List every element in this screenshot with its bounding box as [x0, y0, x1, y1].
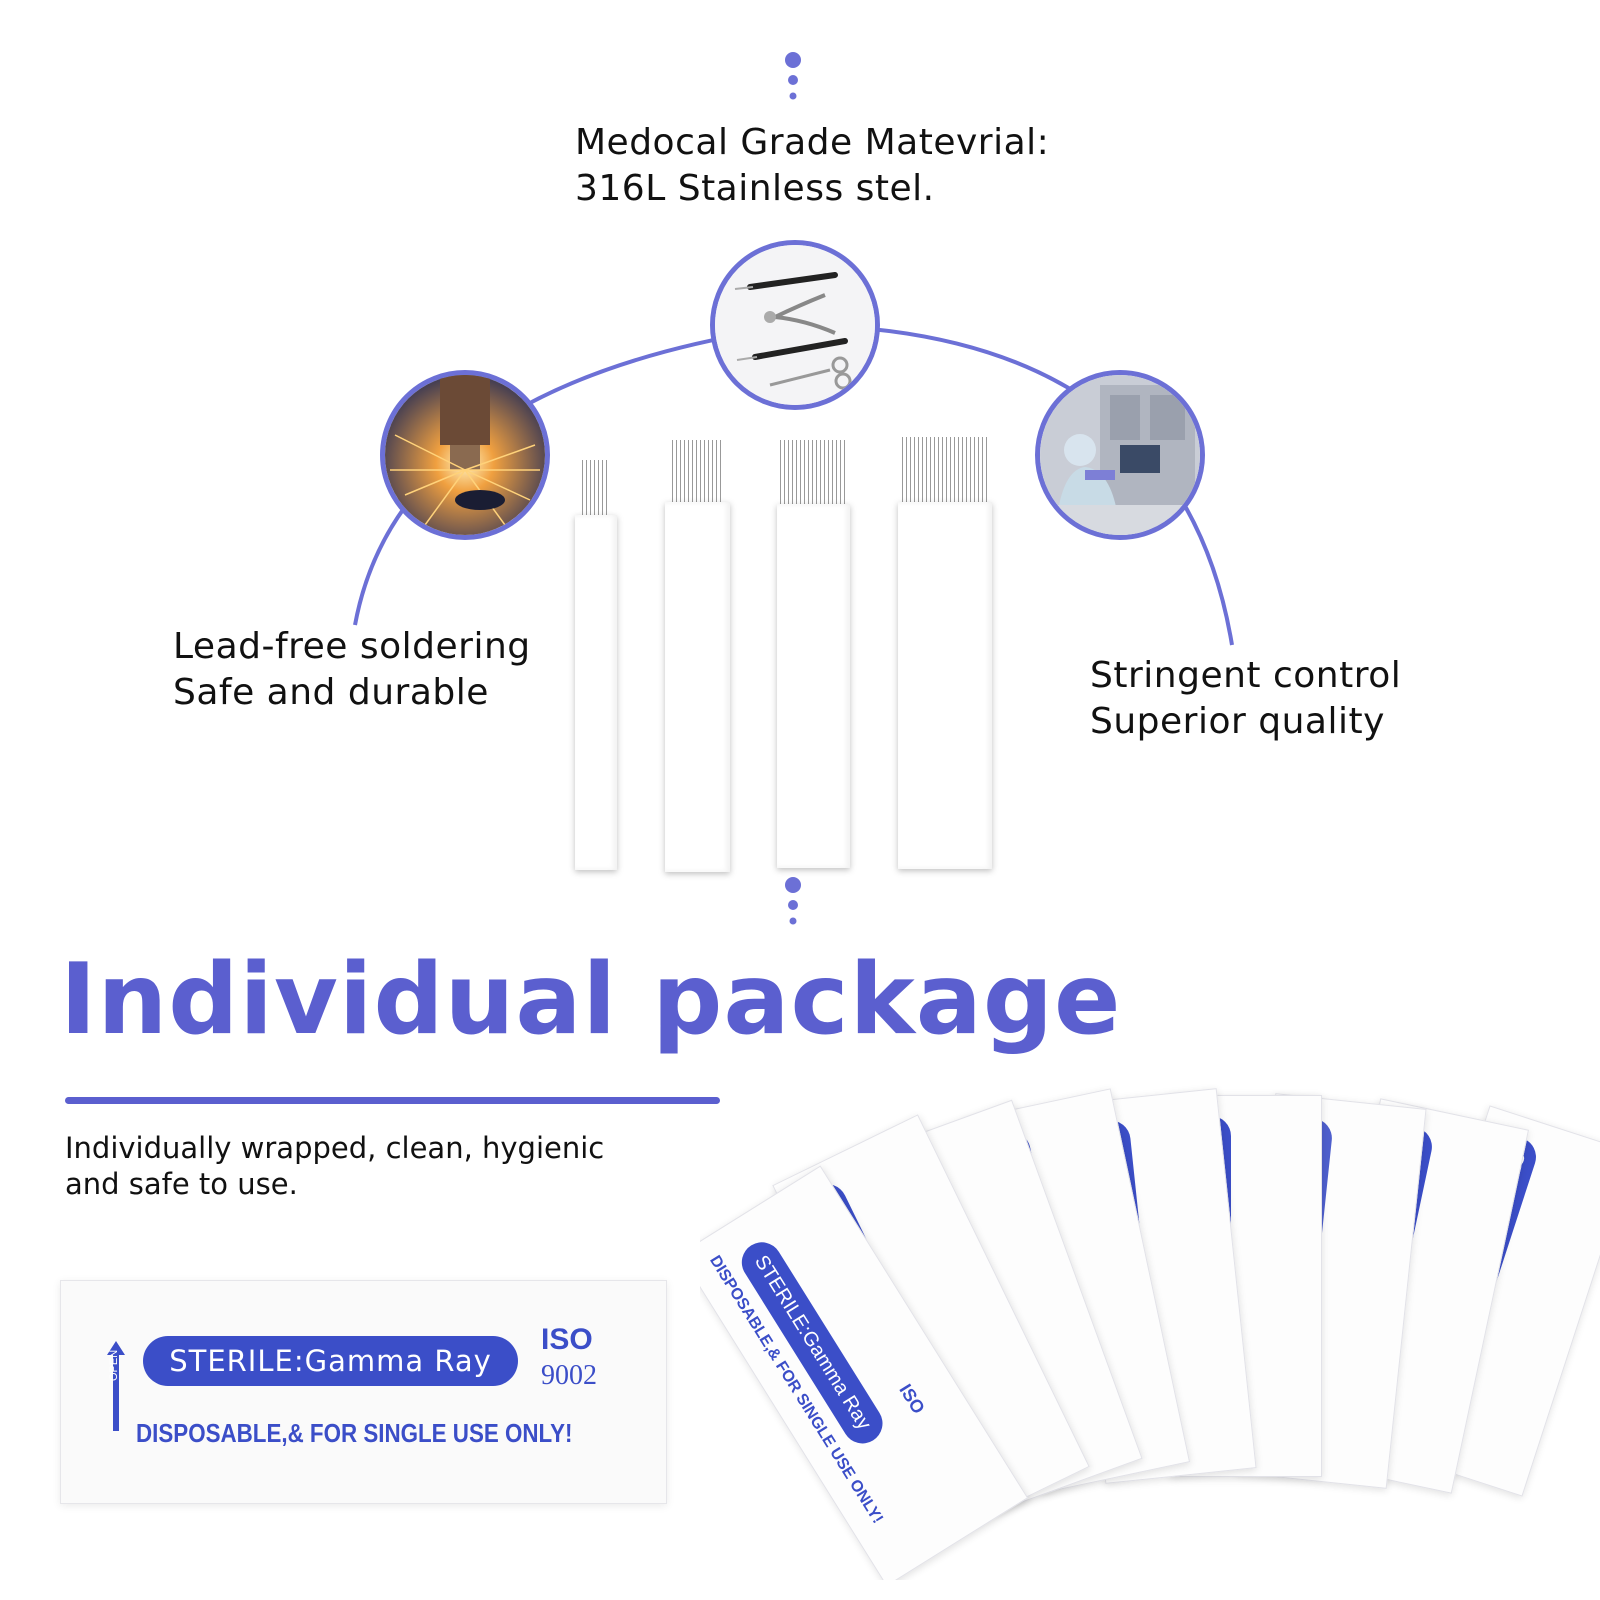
iso-label: ISO	[541, 1323, 593, 1356]
feature-material-line2: 316L Stainless stel.	[575, 168, 935, 209]
fan-iso-label: ISO	[895, 1380, 929, 1418]
headline: Individual package	[60, 943, 1122, 1057]
open-arrow-icon	[107, 1341, 125, 1431]
sterile-label: STERILE:Gamma Ray	[143, 1336, 518, 1386]
headline-underline	[65, 1097, 720, 1104]
package-description-line2: and safe to use.	[65, 1167, 298, 1201]
blade-4	[898, 437, 992, 869]
open-label: OPEN	[108, 1349, 120, 1381]
feature-soldering-line2: Safe and durable	[173, 672, 489, 713]
feature-quality-line2: Superior quality	[1090, 701, 1385, 742]
package-card: OPEN STERILE:Gamma Ray ISO 9002 DISPOSAB…	[60, 1280, 667, 1504]
feature-material: Medocal Grade Matevrial: 316L Stainless …	[575, 120, 1049, 212]
feature-quality: Stringent control Superior quality	[1090, 653, 1401, 745]
lab-technician-icon	[1035, 370, 1205, 540]
feature-soldering: Lead-free soldering Safe and durable	[173, 624, 531, 716]
blade-2	[665, 440, 730, 872]
blade-3	[777, 440, 850, 868]
feature-soldering-line1: Lead-free soldering	[173, 626, 531, 667]
package-description-line1: Individually wrapped, clean, hygienic	[65, 1131, 605, 1165]
feature-material-line1: Medocal Grade Matevrial:	[575, 122, 1050, 163]
welding-sparks-icon	[380, 370, 550, 540]
iso-number: 9002	[541, 1360, 597, 1391]
package-description: Individually wrapped, clean, hygienic an…	[65, 1130, 604, 1202]
blade-1	[575, 460, 617, 870]
medical-tools-icon	[710, 240, 880, 410]
disposable-label: DISPOSABLE,& FOR SINGLE USE ONLY!	[136, 1418, 573, 1448]
package-fan: STERILE:Gamma Ray STERILE:Gamma Ray STER…	[700, 1060, 1600, 1580]
feature-quality-line1: Stringent control	[1090, 655, 1402, 696]
